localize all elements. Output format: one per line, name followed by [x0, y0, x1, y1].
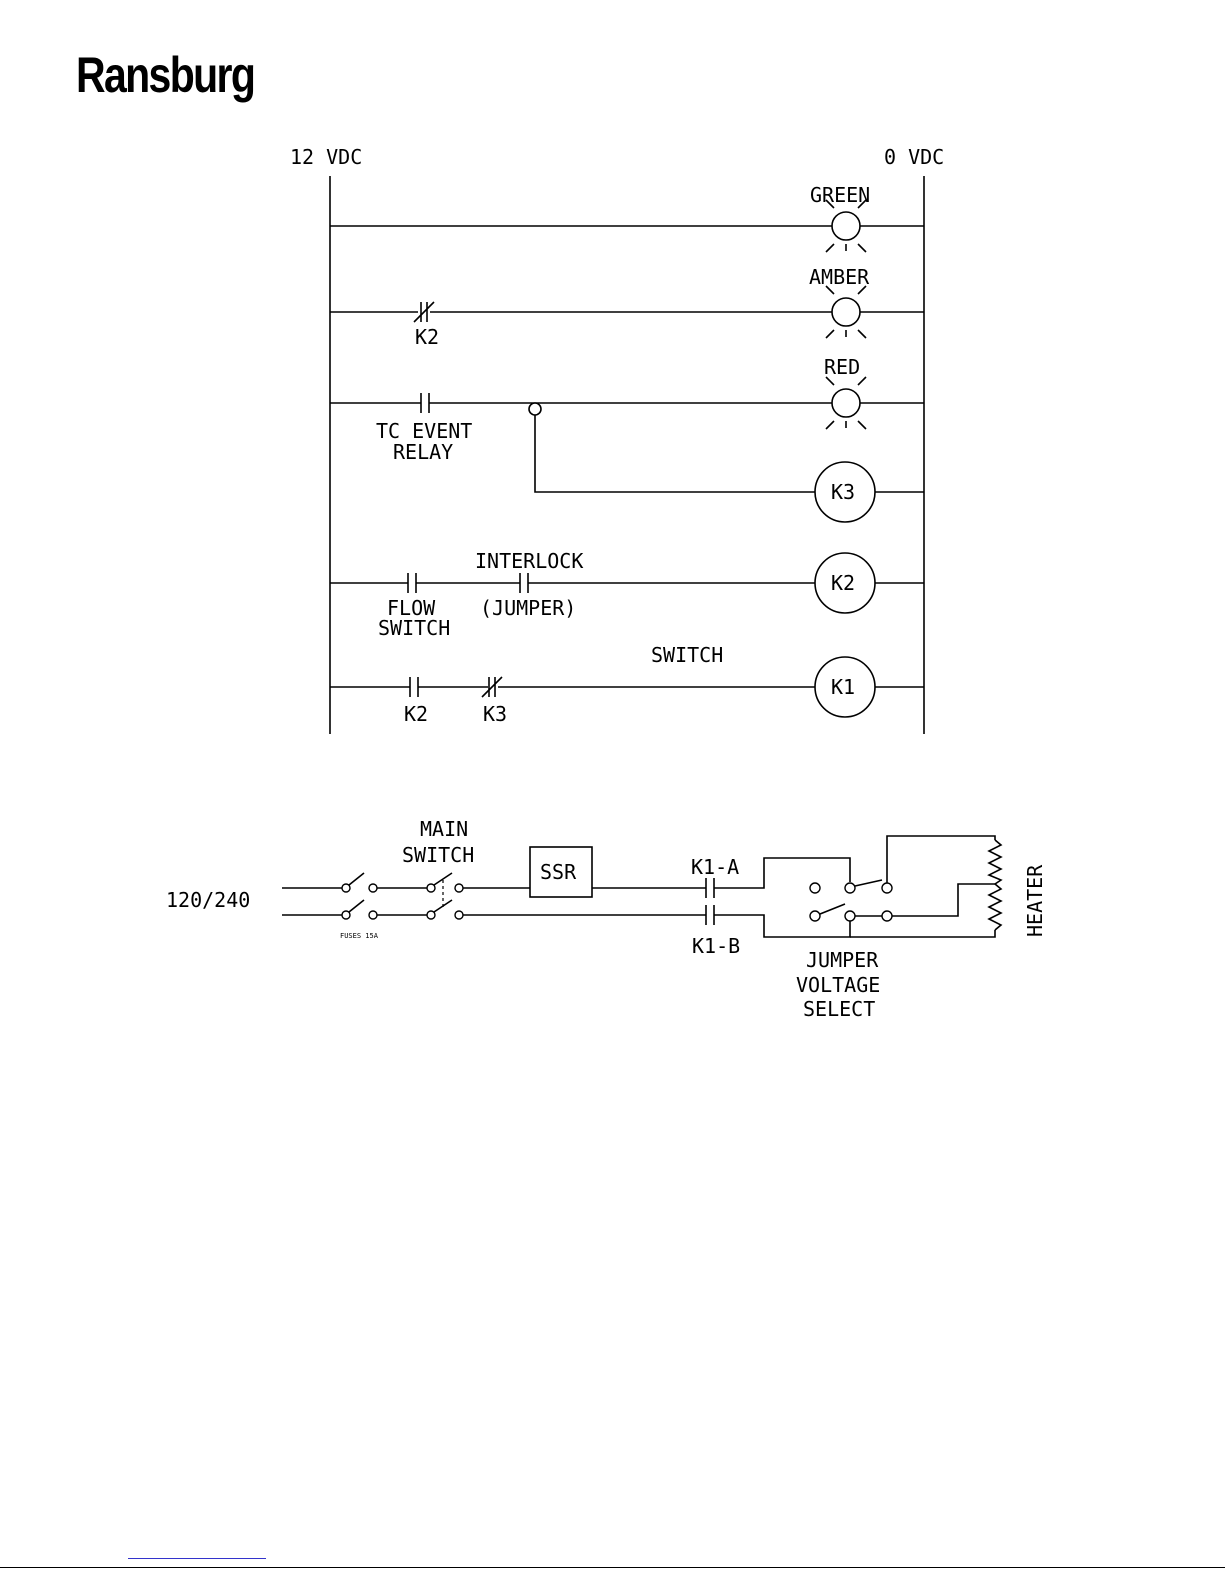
amber-lamp-label: AMBER: [809, 265, 870, 289]
left-rail-label: 12 VDC: [290, 145, 362, 169]
heater-icon: [989, 840, 1001, 930]
rung-green: GREEN: [330, 183, 924, 252]
flow-switch-contact-icon: [408, 573, 416, 593]
fuse-top-icon: [342, 873, 377, 892]
jumper-select-label-2: VOLTAGE: [796, 973, 880, 997]
flow-switch-label: SWITCH: [378, 616, 450, 640]
interlock-label: INTERLOCK: [475, 549, 583, 573]
k1b-contact-icon: [706, 905, 714, 925]
green-lamp-icon: [826, 200, 866, 252]
main-switch-icon: [427, 873, 463, 919]
k2-coil-label: K2: [831, 571, 855, 595]
red-lamp-label: RED: [824, 355, 860, 379]
k1-coil-label: K1: [831, 675, 855, 699]
amber-lamp-icon: [826, 286, 866, 338]
tc-relay-label: RELAY: [393, 440, 453, 464]
k3-nc-label: K3: [483, 702, 507, 726]
fuse-bottom-icon: [342, 900, 377, 919]
k1b-label: K1-B: [692, 934, 740, 958]
supply-voltage-label: 120/240: [166, 888, 250, 912]
footer-link-underline[interactable]: [128, 1558, 266, 1559]
ssr-label: SSR: [540, 860, 577, 884]
k1a-contact-icon: [706, 878, 714, 898]
tc-event-relay-contact-icon: [421, 393, 429, 413]
jumper-terminal-icon: [810, 880, 892, 921]
junction-node-icon: [529, 403, 541, 415]
k3-coil-label: K3: [831, 480, 855, 504]
rung-k2-coil: INTERLOCK (JUMPER) FLOW SWITCH K2: [330, 549, 924, 640]
footer-divider: [0, 1567, 1225, 1568]
rung-k3-coil: K3: [535, 415, 924, 522]
red-lamp-icon: [826, 377, 866, 429]
green-lamp-label: GREEN: [810, 183, 870, 207]
main-switch-label-2: SWITCH: [402, 843, 474, 867]
jumper-select-label-1: JUMPER: [806, 948, 879, 972]
k1a-label: K1-A: [691, 855, 739, 879]
rung-k1-coil: SWITCH K2 K3 K1: [330, 643, 924, 726]
switch-label: SWITCH: [651, 643, 723, 667]
jumper-select-label-3: SELECT: [803, 997, 875, 1021]
rung-red: TC EVENT RELAY RED: [330, 355, 924, 464]
main-switch-label-1: MAIN: [420, 817, 468, 841]
right-rail-label: 0 VDC: [884, 145, 944, 169]
jumper-label: (JUMPER): [480, 596, 576, 620]
rung-amber: K2 AMBER: [330, 265, 924, 349]
fuses-label: FUSES 15A: [340, 932, 379, 940]
k2-nc-label: K2: [415, 325, 439, 349]
heater-label: HEATER: [1023, 864, 1047, 937]
k2-no-label: K2: [404, 702, 428, 726]
ladder-diagram: 12 VDC 0 VDC GREEN: [290, 145, 944, 734]
interlock-contact-icon: [520, 573, 528, 593]
k2-no-contact-icon: [410, 677, 418, 697]
power-circuit: 120/240 FUSES 15A MAIN SWITCH: [166, 817, 1047, 1021]
